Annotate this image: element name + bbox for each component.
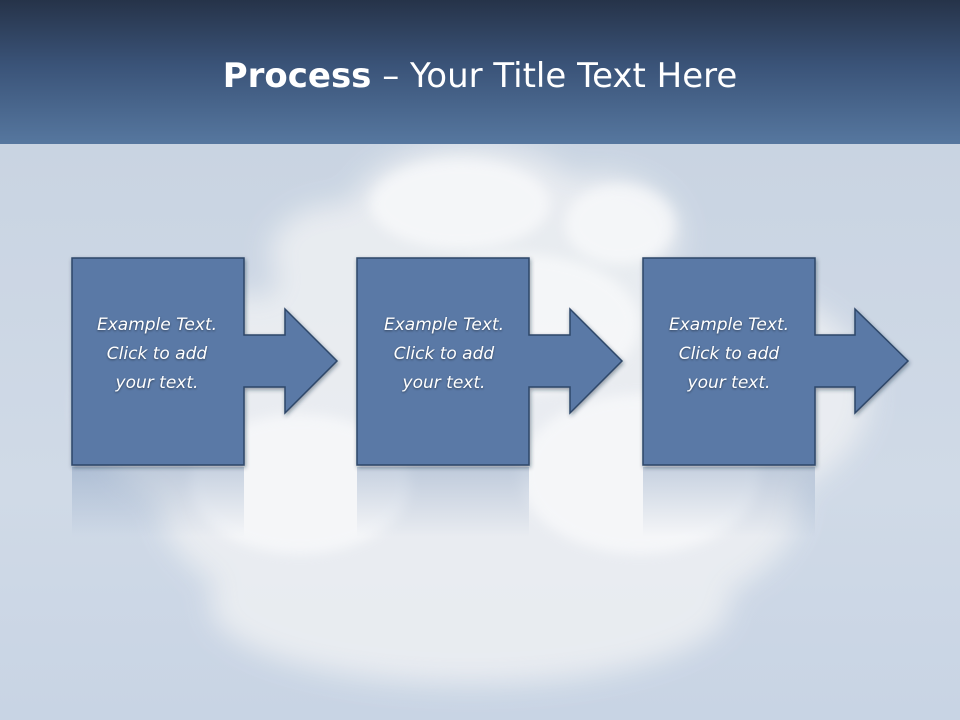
step-reflections	[72, 467, 815, 537]
slide-header	[0, 0, 960, 144]
step-2-shape[interactable]	[356, 257, 624, 466]
step-text-line: Click to add	[106, 344, 208, 364]
step-3-shape[interactable]	[642, 257, 910, 466]
step-text-line: your text.	[402, 373, 486, 393]
step-text-line: Example Text.	[96, 315, 218, 335]
step-3-text[interactable]: Example Text. Click to add your text.	[644, 311, 814, 398]
step-text-line: Example Text.	[383, 315, 505, 335]
step-text-line: your text.	[115, 373, 199, 393]
title-rest-text: – Your Title Text Here	[371, 56, 738, 96]
step-text-line: Example Text.	[668, 315, 790, 335]
step-2-text[interactable]: Example Text. Click to add your text.	[359, 311, 529, 398]
title-bold-text: Process	[222, 56, 372, 96]
slide-title[interactable]: Process – Your Title Text Here	[0, 54, 960, 98]
step-text-line: your text.	[687, 373, 771, 393]
step-text-line: Click to add	[393, 344, 495, 364]
step-1-shape[interactable]	[71, 257, 339, 466]
step-1-text[interactable]: Example Text. Click to add your text.	[72, 311, 242, 398]
step-text-line: Click to add	[678, 344, 780, 364]
